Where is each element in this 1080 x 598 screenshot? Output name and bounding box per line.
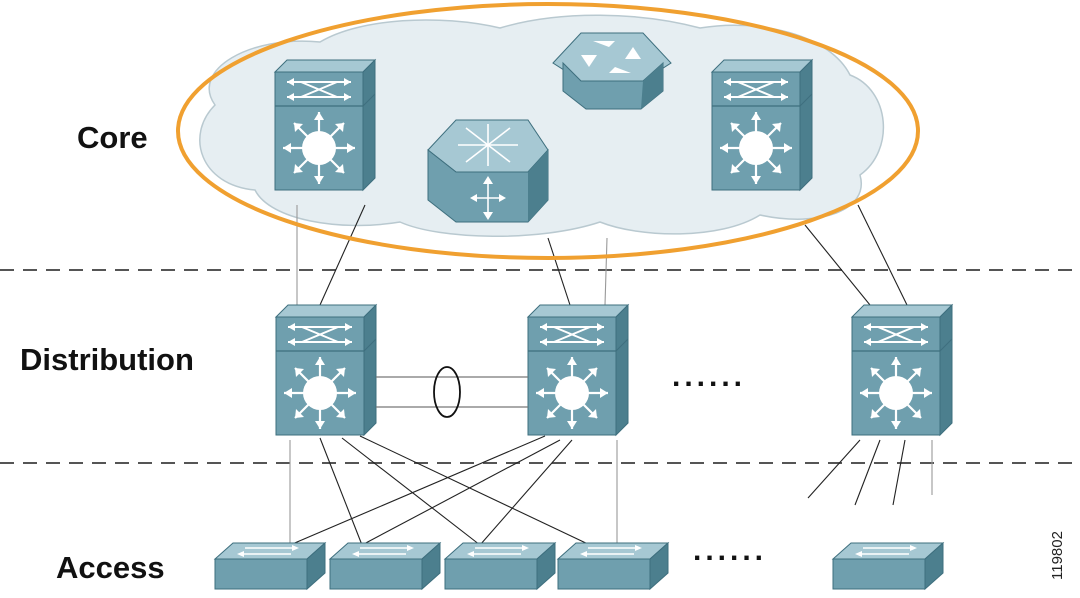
distribution-ellipsis: ...... [672, 360, 746, 393]
distribution-access-links [289, 435, 933, 546]
core-router-icon [552, 32, 672, 110]
distribution-switch-3 [850, 303, 954, 437]
access-ellipsis: ...... [693, 534, 767, 567]
access-switch-5 [832, 542, 944, 590]
core-atm-switch-icon [427, 119, 549, 223]
access-switch-2 [329, 542, 441, 590]
distribution-switch-1 [274, 303, 378, 437]
core-switch-right [710, 58, 814, 192]
figure-id: 119802 [1049, 531, 1066, 580]
access-switch-4 [557, 542, 669, 590]
distribution-interlink [376, 376, 528, 408]
layer-label-distribution: Distribution [20, 342, 194, 377]
core-switch-left: multilayer-switch-icon [273, 58, 377, 192]
distribution-switch-2 [526, 303, 630, 437]
access-switch-1 [214, 542, 326, 590]
etherchannel-oval [433, 366, 461, 418]
layer-label-core: Core [77, 120, 148, 155]
core-distribution-links [296, 204, 908, 306]
layer-label-access: Access [56, 550, 165, 585]
access-switch-3 [444, 542, 556, 590]
core-ring [176, 2, 920, 260]
